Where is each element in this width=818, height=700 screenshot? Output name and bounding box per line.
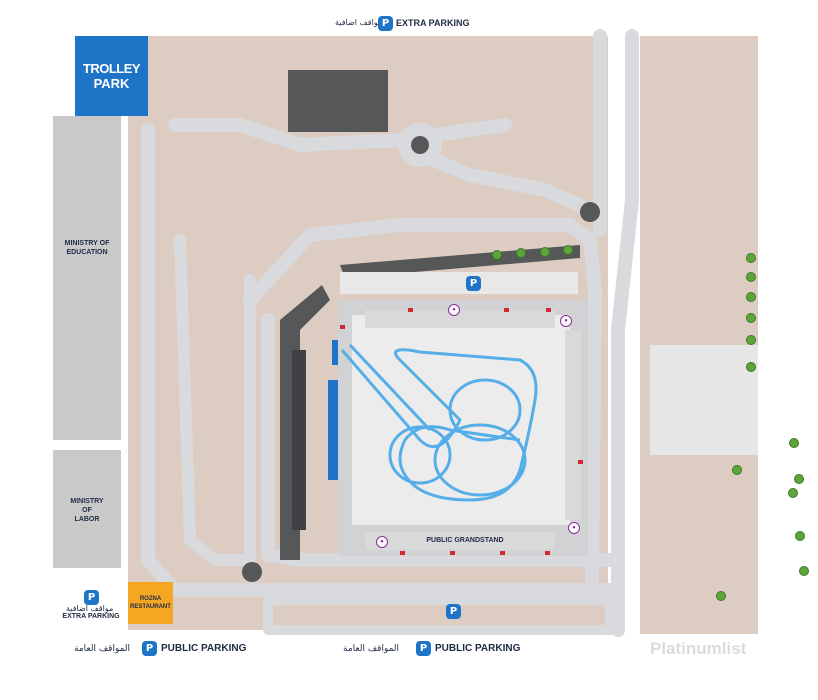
left-parking-badge: P <box>84 590 99 605</box>
tree-icon <box>746 313 756 323</box>
left-parking-label: EXTRA PARKING <box>62 613 120 620</box>
tree-icon <box>746 362 756 372</box>
restroom-icon[interactable]: • <box>568 522 580 534</box>
pit-lane <box>328 380 338 480</box>
bottom-parking-badge-1: P <box>142 641 157 656</box>
trolley-park[interactable] <box>75 36 148 116</box>
gate-marker <box>408 308 413 312</box>
tree-icon <box>788 488 798 498</box>
tree-icon <box>794 474 804 484</box>
tree-icon <box>789 438 799 448</box>
tree-icon <box>746 272 756 282</box>
bottom-parking-badge-2: P <box>416 641 431 656</box>
dark-building <box>288 70 388 132</box>
watermark: Platinumlist <box>650 639 747 658</box>
east-stand <box>565 330 581 520</box>
left-parking-arabic: مواقف اضافية <box>66 604 114 613</box>
trolley-park-line2: PARK <box>93 76 130 91</box>
trolley-park-line1: TROLLEY <box>82 61 141 76</box>
bottom-parking-arabic-1: المواقف العامة <box>74 644 131 654</box>
roundabout-south <box>242 562 262 582</box>
gate-marker <box>340 325 345 329</box>
ministry-labor-bldg <box>53 450 121 568</box>
tree-icon <box>746 335 756 345</box>
bottom-parking-label-1: PUBLIC PARKING <box>161 643 247 654</box>
food-icon[interactable]: • <box>376 536 388 548</box>
tree-icon <box>795 531 805 541</box>
top-parking-arabic: مواقف اضافية <box>335 18 383 27</box>
grandstand-strip <box>365 532 555 550</box>
race-track <box>340 343 538 502</box>
center-parking-badge: P <box>466 276 481 291</box>
ministry-labor-line1: MINISTRY <box>70 498 104 505</box>
restaurant-line1: ROZNA <box>139 596 162 602</box>
bottom-parking-arabic-2: المواقف العامة <box>343 644 400 654</box>
tree-icon <box>492 250 502 260</box>
restroom-icon[interactable]: • <box>448 304 460 316</box>
tree-icon <box>563 245 573 255</box>
ministry-education-bldg <box>53 116 121 440</box>
ministry-education-line2: EDUCATION <box>66 249 108 256</box>
ministry-education-line1: MINISTRY OF <box>64 240 110 247</box>
top-parking-badge: P <box>378 16 393 31</box>
food-icon[interactable]: • <box>560 315 572 327</box>
gate-marker <box>546 308 551 312</box>
tree-icon <box>716 591 726 601</box>
rozna-restaurant[interactable] <box>128 582 173 624</box>
tree-icon <box>799 566 809 576</box>
gate-marker <box>504 308 509 312</box>
tree-icon <box>746 253 756 263</box>
north-stand <box>365 310 555 328</box>
gate-marker <box>545 551 550 555</box>
gate-marker <box>578 460 583 464</box>
ministry-labor-line2: OF <box>82 507 92 514</box>
roundabout-east <box>580 202 600 222</box>
tree-icon <box>516 248 526 258</box>
south-parking-badge: P <box>446 604 461 619</box>
gate-marker <box>500 551 505 555</box>
bottom-parking-label-2: PUBLIC PARKING <box>435 643 521 654</box>
grandstand-label: PUBLIC GRANDSTAND <box>426 537 504 544</box>
right-annex <box>650 345 758 455</box>
ministry-labor-line3: LABOR <box>74 516 100 523</box>
gate-marker <box>450 551 455 555</box>
top-parking-label: EXTRA PARKING <box>396 18 470 28</box>
restaurant-line2: RESTAURANT <box>130 604 171 610</box>
tree-icon <box>540 247 550 257</box>
tree-icon <box>732 465 742 475</box>
tree-icon <box>746 292 756 302</box>
right-plot <box>640 36 758 634</box>
gate-marker <box>400 551 405 555</box>
